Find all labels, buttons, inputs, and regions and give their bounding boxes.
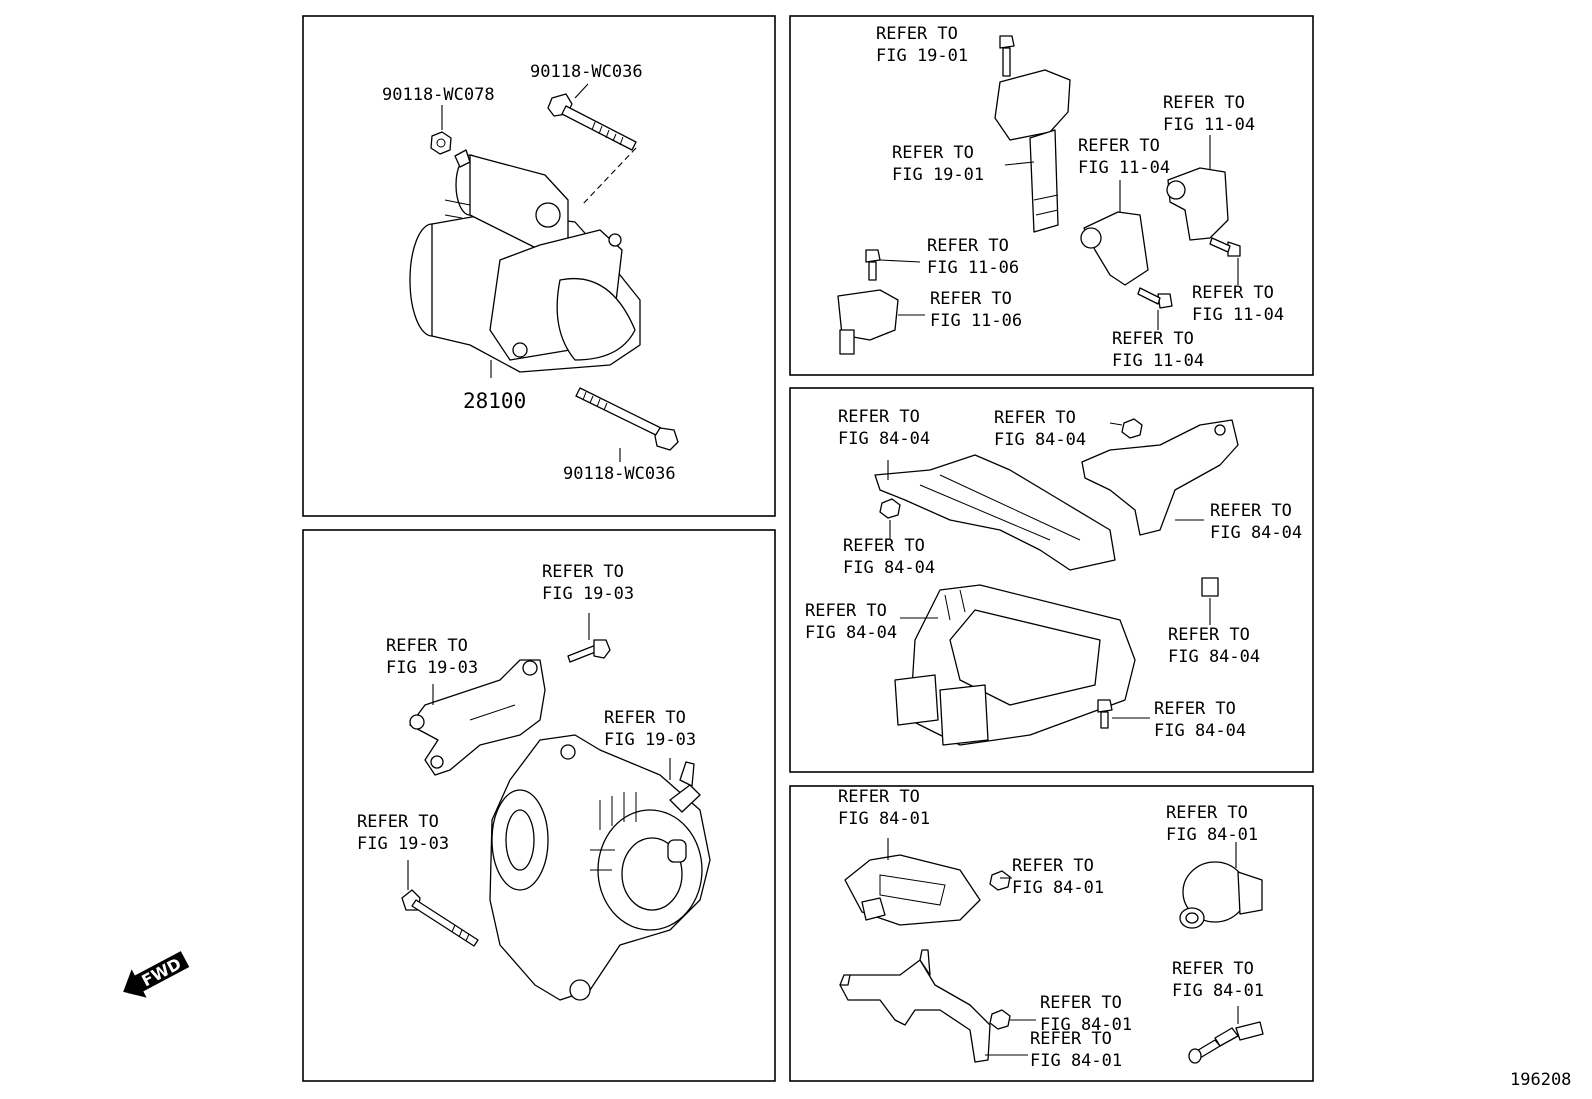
ecu-relay[interactable] [1201, 577, 1219, 597]
starter-motor[interactable] [409, 149, 641, 373]
temp-sensor[interactable] [1188, 1021, 1264, 1064]
fwd-arrow-icon: FWD [123, 951, 190, 998]
coil-bolt[interactable] [999, 35, 1015, 77]
pressure-switch[interactable] [1179, 861, 1263, 929]
ecu-cover[interactable] [874, 454, 1116, 571]
ecu-bolt[interactable] [1097, 699, 1113, 729]
cam-sensor-left[interactable] [1080, 211, 1149, 286]
ecu-nut-2[interactable] [879, 498, 901, 519]
ecu-bracket[interactable] [1081, 419, 1239, 536]
starter-part-number: 28100 [463, 389, 526, 413]
alternator-panel [302, 529, 776, 1082]
sensor-bolt-1[interactable] [865, 249, 881, 281]
lower-bracket[interactable] [839, 949, 991, 1063]
alternator[interactable] [489, 734, 711, 1001]
bolt-top-leader [574, 83, 589, 99]
bolt-alignment-line [581, 147, 637, 206]
diagram-id: 196208 [1510, 1070, 1571, 1090]
ecu-module[interactable] [894, 584, 1136, 746]
starter-panel [302, 15, 776, 517]
sensors-panel [789, 15, 1314, 376]
module-nut[interactable] [989, 870, 1011, 891]
ignition-coil[interactable] [994, 69, 1071, 233]
starter-bolt-top-label: 90118-WC036 [530, 62, 643, 82]
bracket-nut[interactable] [989, 1009, 1011, 1030]
alternator-bolt-small[interactable] [567, 639, 611, 663]
alternator-bracket[interactable] [409, 659, 546, 776]
cam-sensor-right[interactable] [1166, 167, 1229, 241]
bracket-panel [789, 785, 1314, 1082]
sensor-bolt-3[interactable] [1137, 287, 1173, 309]
alternator-bolt-long[interactable] [401, 889, 479, 947]
starter-bolt-top[interactable] [547, 93, 637, 151]
starter-bolt-bottom-label: 90118-WC036 [563, 464, 676, 484]
starter-nut-label: 90118-WC078 [382, 85, 495, 105]
fwd-label: FWD [138, 954, 184, 990]
ecu-panel [789, 387, 1314, 773]
starter-nut[interactable] [430, 131, 452, 155]
control-module[interactable] [844, 854, 981, 926]
crank-sensor[interactable] [837, 289, 899, 355]
sensor-bolt-2[interactable] [1209, 237, 1241, 257]
ecu-nut-1[interactable] [1121, 418, 1143, 439]
starter-bolt-bottom[interactable] [575, 387, 679, 451]
